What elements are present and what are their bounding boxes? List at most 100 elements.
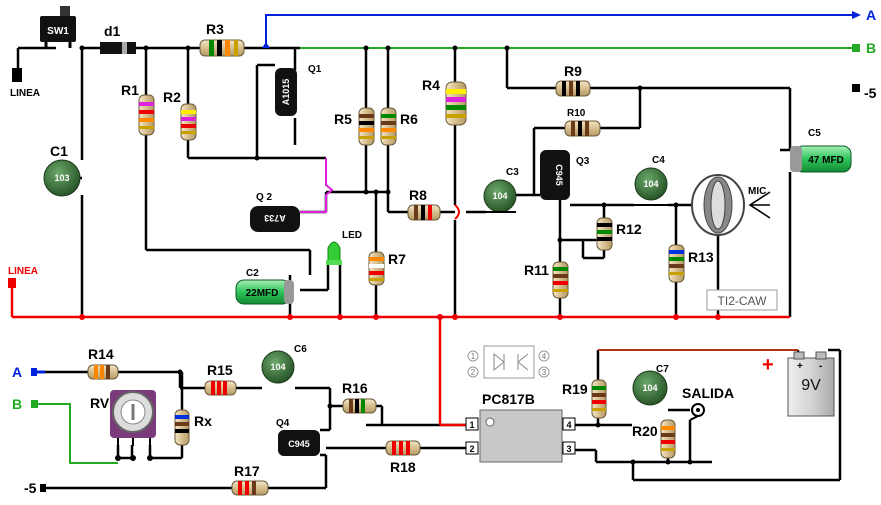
r18-label: R18 bbox=[390, 459, 416, 475]
c1-name: C1 bbox=[50, 143, 68, 159]
optocoupler-symbol: 1 2 4 3 bbox=[467, 345, 550, 379]
capacitor-c6: 104 C6 bbox=[261, 344, 307, 384]
mains-wiring bbox=[8, 278, 798, 427]
pc817-pin-3: 3 bbox=[566, 444, 571, 454]
r12-label: R12 bbox=[616, 221, 642, 237]
r9-label: R9 bbox=[564, 63, 582, 79]
wiring bbox=[16, 46, 842, 490]
microphone: MIC bbox=[691, 174, 771, 236]
capacitor-c4: 104 C4 bbox=[634, 155, 668, 206]
c6-value: 104 bbox=[270, 362, 285, 372]
linea-terminal-top bbox=[12, 68, 22, 82]
c3-name: C3 bbox=[506, 167, 519, 178]
resistor-r16: R16 bbox=[342, 380, 377, 414]
rx-label: Rx bbox=[194, 413, 212, 429]
q2-magenta-wire bbox=[300, 158, 334, 213]
r8-label: R8 bbox=[409, 187, 427, 203]
resistor-r9: R9 bbox=[555, 63, 591, 97]
resistor-r18: R18 bbox=[385, 440, 421, 475]
capacitor-c2: 22MFD C2 bbox=[235, 268, 294, 305]
resistor-r10: R10 bbox=[564, 108, 601, 137]
capacitor-c1: 103 C1 bbox=[43, 143, 81, 197]
capacitor-c3: 104 C3 bbox=[483, 167, 519, 213]
battery-minus: - bbox=[819, 361, 822, 372]
c1-value: 103 bbox=[54, 173, 69, 183]
r7-label: R7 bbox=[388, 251, 406, 267]
pc817-pin-1: 1 bbox=[469, 420, 474, 430]
line-a-wire bbox=[31, 11, 861, 376]
opto-sym-2: 2 bbox=[471, 368, 476, 377]
resistor-r5: R5 bbox=[334, 107, 375, 146]
r4-label: R4 bbox=[422, 77, 440, 93]
battery-plus-marker: + bbox=[762, 354, 774, 376]
transistor-q3: C945 Q3 bbox=[540, 150, 590, 200]
c3-value: 104 bbox=[492, 191, 507, 201]
battery-plus: + bbox=[797, 361, 803, 372]
c7-value: 104 bbox=[642, 383, 657, 393]
terminal-neg-bottom: -5 bbox=[24, 480, 37, 496]
terminal-a-bottom: A bbox=[12, 364, 22, 380]
watermark-box: TI2-CAW bbox=[706, 289, 778, 311]
neg-rail bbox=[40, 84, 860, 492]
led-label: LED bbox=[342, 230, 362, 241]
transistor-q2: A733 Q 2 bbox=[250, 192, 300, 232]
opto-sym-4: 4 bbox=[542, 352, 547, 361]
rv-label: RV bbox=[90, 395, 110, 411]
q2-part: A733 bbox=[264, 213, 286, 223]
c6-name: C6 bbox=[294, 344, 307, 355]
battery-9v: + - 9V + bbox=[762, 351, 835, 417]
capacitor-c5: 47 MFD C5 bbox=[790, 128, 852, 173]
terminal-b-bottom: B bbox=[12, 396, 22, 412]
q4-part: C945 bbox=[288, 439, 310, 449]
c7-name: C7 bbox=[656, 364, 669, 375]
transistor-q1: A1015 Q1 bbox=[275, 64, 322, 116]
mains-junctions bbox=[79, 314, 721, 320]
potentiometer-rv[interactable]: RV bbox=[90, 390, 156, 461]
resistor-r12: R12 bbox=[596, 217, 642, 251]
transistor-q4: C945 Q4 bbox=[276, 418, 320, 456]
c2-name: C2 bbox=[246, 268, 259, 279]
opto-sym-1: 1 bbox=[471, 352, 476, 361]
terminal-b-top: B bbox=[866, 40, 876, 56]
terminal-neg-top: -5 bbox=[864, 85, 877, 101]
r5-label: R5 bbox=[334, 111, 352, 127]
resistor-r14: R14 bbox=[87, 346, 119, 380]
r16-label: R16 bbox=[342, 380, 368, 396]
c5-name: C5 bbox=[808, 128, 821, 139]
r10-label: R10 bbox=[567, 108, 586, 119]
line-b-wire bbox=[31, 44, 860, 464]
resistor-r19: R19 bbox=[562, 379, 607, 419]
c2-value: 22MFD bbox=[246, 288, 279, 299]
diode-label: d1 bbox=[104, 23, 121, 39]
q2-name: Q 2 bbox=[256, 192, 273, 203]
resistor-r17: R17 bbox=[231, 463, 269, 496]
resistor-r1: R1 bbox=[121, 82, 155, 136]
q4-name: Q4 bbox=[276, 418, 290, 429]
output-label: SALIDA bbox=[682, 385, 734, 401]
pc817-pin-4: 4 bbox=[566, 420, 571, 430]
linea-bottom-label: LINEA bbox=[8, 266, 38, 277]
resistor-r13: R13 bbox=[668, 244, 714, 283]
terminal-a-top: A bbox=[866, 7, 876, 23]
resistor-r3: R3 bbox=[199, 21, 245, 57]
mic-label: MIC bbox=[748, 186, 766, 197]
opto-sym-3: 3 bbox=[542, 368, 547, 377]
battery-label: 9V bbox=[801, 377, 821, 394]
r6-label: R6 bbox=[400, 111, 418, 127]
capacitor-c7: 104 C7 bbox=[632, 364, 669, 406]
r14-label: R14 bbox=[88, 346, 114, 362]
diode-d1: d1 bbox=[100, 23, 136, 54]
resistor-r7: R7 bbox=[368, 251, 406, 286]
resistor-r4: R4 bbox=[422, 77, 467, 126]
resistor-r6: R6 bbox=[380, 107, 418, 146]
q3-part: C945 bbox=[554, 164, 564, 186]
resistor-r15: R15 bbox=[204, 362, 237, 396]
resistor-r11: R11 bbox=[524, 261, 569, 299]
switch-label: SW1 bbox=[47, 26, 69, 37]
r17-label: R17 bbox=[234, 463, 260, 479]
resistor-r8: R8 bbox=[407, 187, 441, 221]
pc817-name: PC817B bbox=[482, 391, 535, 407]
switch-sw1[interactable]: SW1 bbox=[40, 6, 76, 48]
led: LED bbox=[326, 230, 362, 265]
